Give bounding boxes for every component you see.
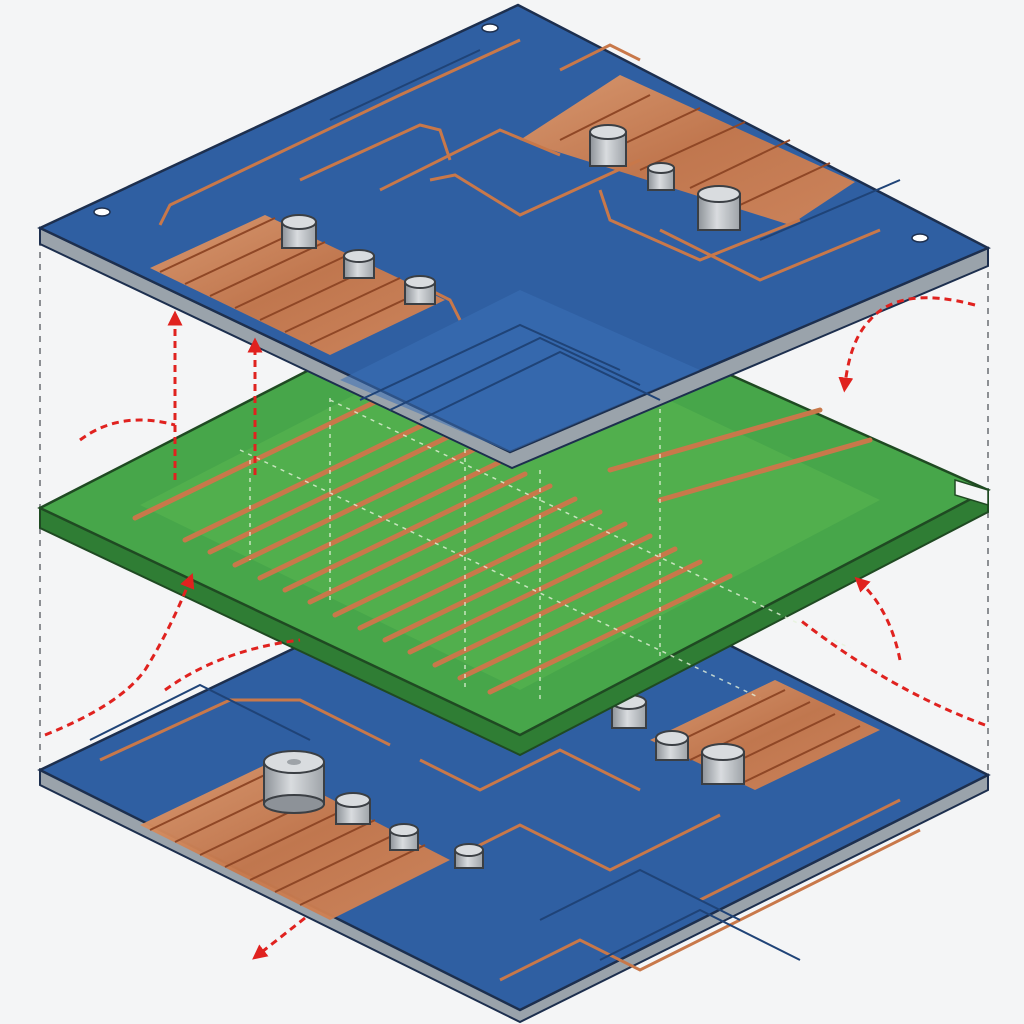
top-component-2 xyxy=(343,249,375,279)
bottom-components xyxy=(263,694,745,869)
bottom-component-6 xyxy=(655,730,689,761)
top-component-5 xyxy=(647,162,675,191)
arrow-right-curve xyxy=(799,618,986,727)
bottom-component-4 xyxy=(454,843,484,869)
arrow-curve-left xyxy=(79,418,176,442)
arrow-down-right xyxy=(838,296,976,393)
bottom-component-3 xyxy=(389,823,419,851)
top-component-1 xyxy=(281,214,317,249)
arrow-up-right xyxy=(854,576,902,661)
flow-arrows xyxy=(44,296,986,960)
top-etch-lines xyxy=(329,49,901,421)
top-capacitor-large xyxy=(697,185,741,231)
arrow-down-left-bottom xyxy=(252,916,306,960)
top-mounting-holes xyxy=(93,23,929,243)
top-component-4 xyxy=(589,124,627,167)
top-trace-lines xyxy=(159,94,831,345)
top-component-3 xyxy=(404,275,436,305)
middle-board-notch xyxy=(954,478,989,507)
top-routing-lines xyxy=(158,38,881,321)
top-board xyxy=(37,3,991,470)
bottom-routing-lines xyxy=(99,698,921,982)
bottom-board xyxy=(37,538,991,1024)
top-components xyxy=(281,124,741,305)
guide-lines xyxy=(39,228,989,780)
top-copper-bundle-left xyxy=(150,215,445,355)
middle-grid-lines xyxy=(239,398,851,700)
bottom-component-7 xyxy=(701,743,745,785)
bottom-etch-lines xyxy=(89,683,801,961)
arrow-up-bottom-left xyxy=(44,573,195,737)
bottom-copper-bundle-left xyxy=(140,765,450,920)
top-copper-bundle-right xyxy=(520,75,855,225)
middle-board xyxy=(37,270,991,757)
bottom-component-2 xyxy=(335,792,371,825)
bottom-component-5 xyxy=(611,694,647,729)
bottom-capacitor-large xyxy=(263,750,325,814)
arrow-lower-left-curve xyxy=(164,638,301,692)
